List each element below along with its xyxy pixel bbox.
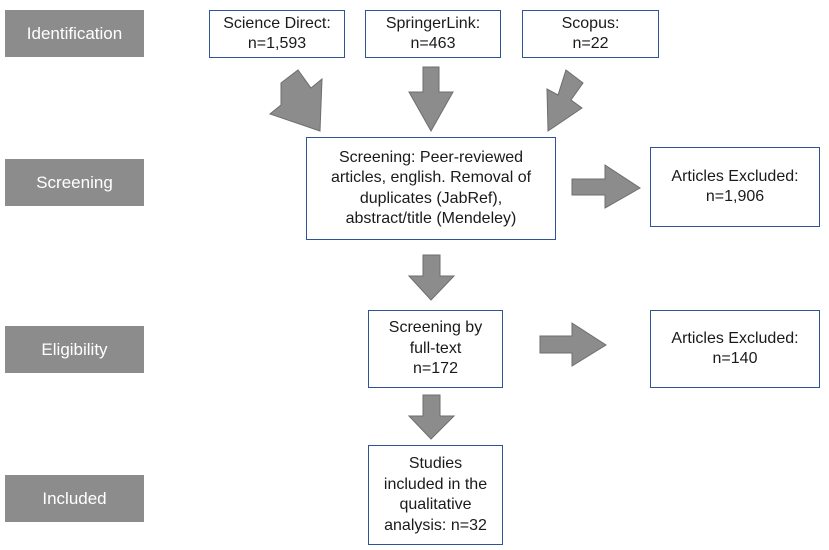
included-line-1: Studies (408, 455, 463, 472)
screening-box: Screening: Peer-reviewed articles, engli… (306, 137, 556, 240)
screening-line-4: abstract/title (Mendeley) (345, 210, 517, 227)
excluded-screening-box: Articles Excluded: n=1,906 (650, 147, 820, 227)
source-springerlink-name: SpringerLink: (385, 14, 481, 32)
included-line-4: analysis: n=32 (384, 516, 487, 534)
fulltext-box: Screening by full-text n=172 (368, 310, 503, 388)
included-line-2: included in the (383, 475, 488, 493)
fulltext-line-3: n=172 (413, 360, 458, 378)
arrow-screening-to-fulltext (407, 254, 456, 301)
stage-screening-label: Screening (36, 172, 113, 192)
arrow-screening-to-excluded (571, 164, 641, 209)
arrow-science-direct-to-screening (268, 69, 323, 132)
stage-identification-label: Identification (26, 23, 123, 43)
excluded-screening-label: Articles Excluded: (671, 167, 799, 185)
screening-line-2: articles, english. Removal of (330, 169, 532, 186)
source-science-direct-name: Science Direct: (223, 14, 331, 32)
arrow-springerlink-to-screening (408, 66, 454, 133)
source-springerlink: SpringerLink: n=463 (365, 10, 501, 58)
included-line-3: qualitative (399, 496, 472, 513)
source-scopus-count: n=22 (572, 35, 609, 52)
source-scopus-name: Scopus: (561, 14, 620, 32)
screening-line-1: Screening: Peer-reviewed (338, 148, 524, 166)
included-box: Studies included in the qualitative anal… (368, 445, 503, 545)
source-science-direct: Science Direct: n=1,593 (209, 10, 345, 58)
stage-eligibility: Eligibility (5, 326, 144, 373)
arrow-scopus-to-screening (546, 69, 584, 132)
arrow-fulltext-to-included (407, 394, 456, 440)
stage-included-label: Included (42, 488, 107, 508)
source-springerlink-count: n=463 (410, 35, 456, 52)
source-scopus: Scopus: n=22 (522, 10, 659, 58)
stage-screening: Screening (5, 159, 144, 206)
screening-line-3: duplicates (JabRef), (359, 189, 503, 207)
fulltext-line-2: full-text (409, 339, 462, 357)
arrow-fulltext-to-excluded (539, 322, 607, 367)
excluded-screening-count: n=1,906 (705, 188, 765, 205)
excluded-fulltext-box: Articles Excluded: n=140 (650, 310, 820, 388)
fulltext-line-1: Screening by (388, 319, 483, 337)
stage-included: Included (5, 475, 144, 522)
excluded-fulltext-label: Articles Excluded: (671, 329, 799, 347)
source-science-direct-count: n=1,593 (247, 35, 307, 52)
stage-identification: Identification (5, 10, 144, 57)
stage-eligibility-label: Eligibility (41, 339, 108, 359)
excluded-fulltext-count: n=140 (712, 350, 758, 367)
